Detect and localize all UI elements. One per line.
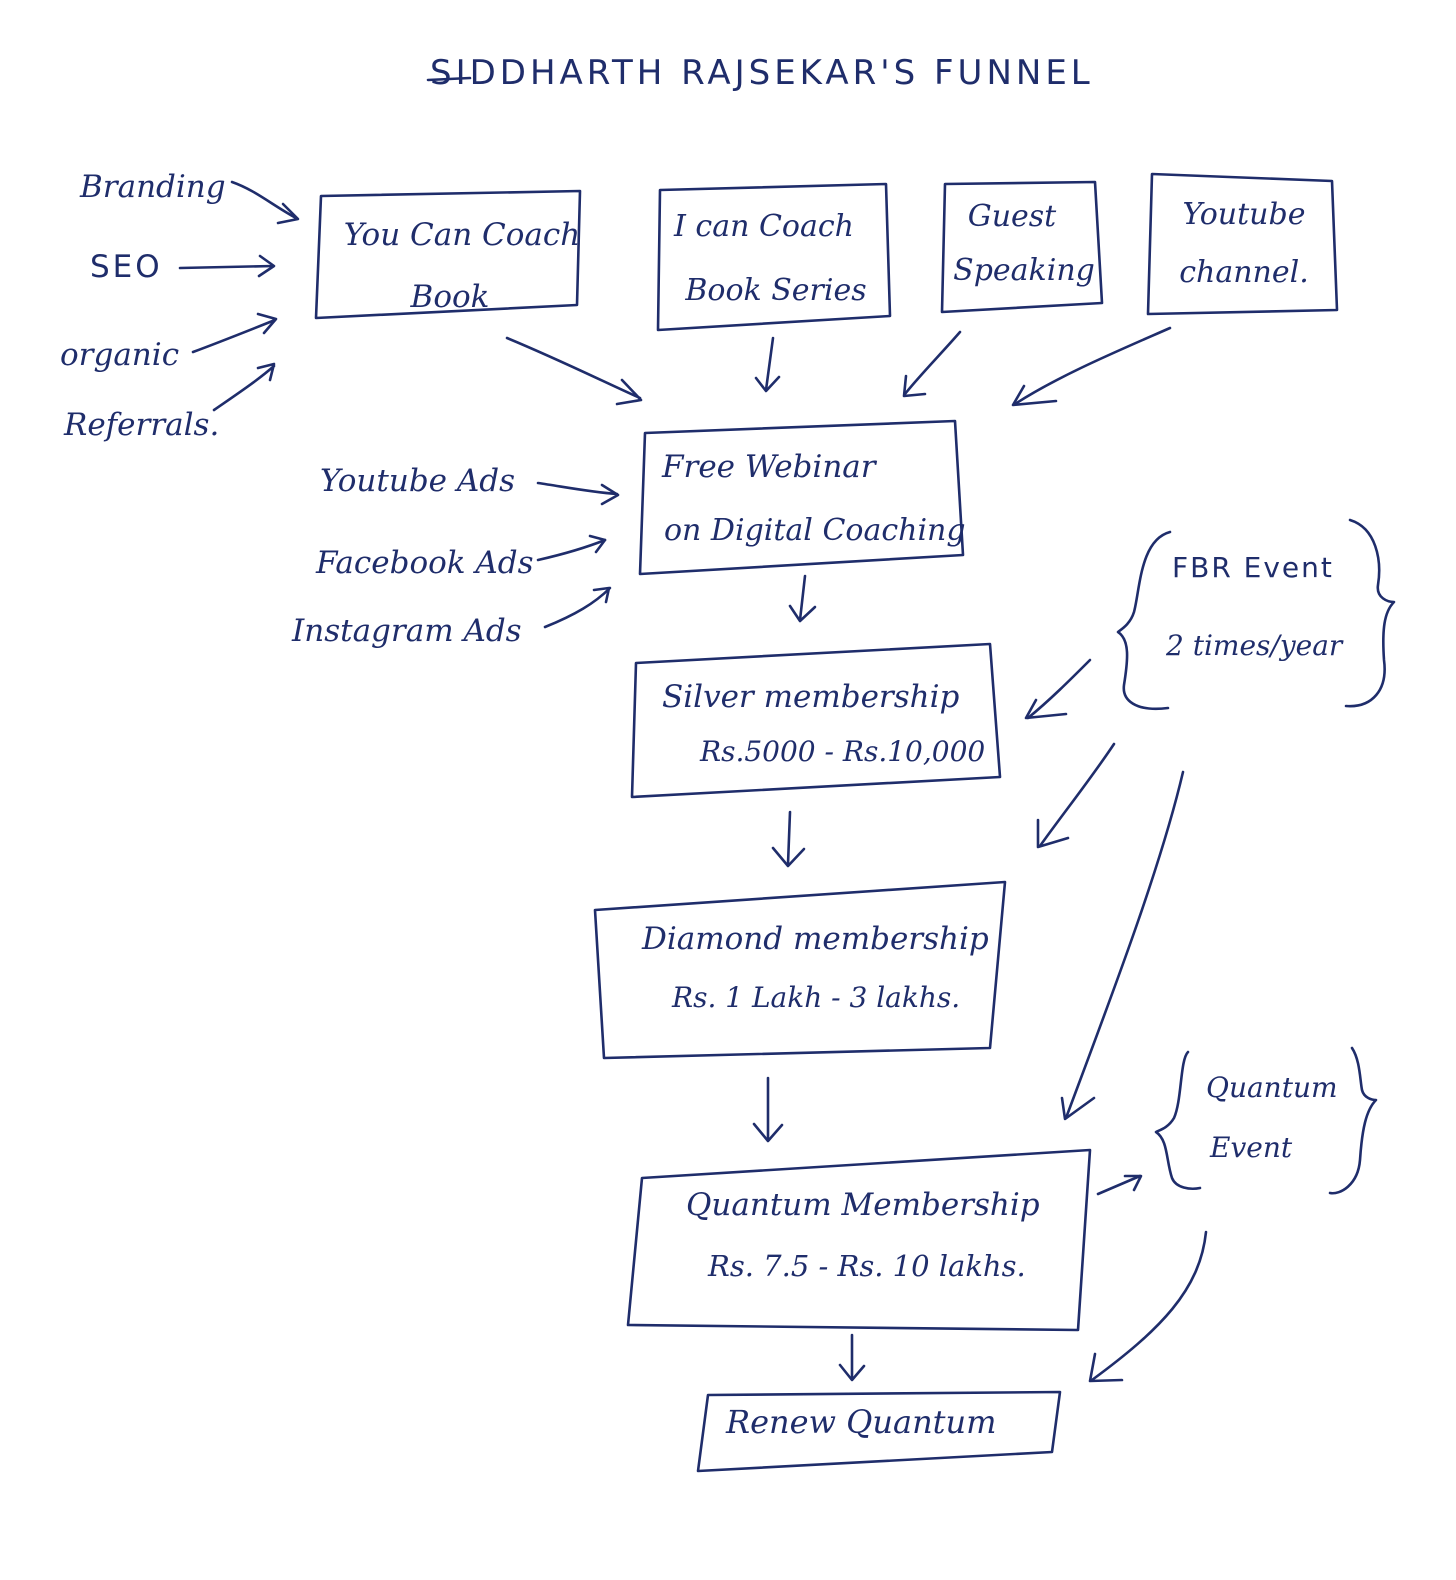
arrow-quantum-to-qevent bbox=[1096, 1174, 1142, 1196]
node-i-can-coach-line2: Book Series bbox=[685, 273, 867, 308]
fbr-event-line1: FBR Event bbox=[1172, 551, 1334, 584]
arrow-referrals bbox=[212, 364, 276, 412]
node-youtube-channel-line2: channel. bbox=[1179, 255, 1309, 290]
node-diamond-line2: Rs. 1 Lakh - 3 lakhs. bbox=[672, 981, 961, 1014]
node-webinar-line2: on Digital Coaching bbox=[664, 513, 966, 548]
diagram-title: SIDDHARTH RAJSEKAR'S FUNNEL bbox=[430, 53, 1094, 93]
qevent-brace-left bbox=[1154, 1050, 1202, 1190]
source-organic: organic bbox=[60, 337, 180, 373]
box-webinar bbox=[638, 419, 965, 576]
arrow-series-to-webinar bbox=[764, 336, 775, 392]
arrow-webinar-to-silver bbox=[798, 574, 807, 622]
arrow-organic bbox=[191, 318, 277, 354]
title-flourish bbox=[426, 76, 472, 82]
source-seo: SEO bbox=[90, 249, 163, 285]
arrow-youtube-to-webinar bbox=[1013, 326, 1172, 406]
box-silver bbox=[630, 642, 1002, 799]
arrow-branding bbox=[230, 180, 298, 220]
arrow-seo bbox=[178, 264, 275, 270]
box-diamond bbox=[593, 880, 1007, 1060]
node-guest-line2: Speaking bbox=[953, 253, 1095, 288]
node-youtube-channel-line1: Youtube bbox=[1182, 197, 1306, 232]
node-silver-line1: Silver membership bbox=[662, 679, 960, 715]
node-i-can-coach-line1: I can Coach bbox=[674, 209, 854, 244]
node-silver-line2: Rs.5000 - Rs.10,000 bbox=[700, 735, 986, 768]
node-webinar-line1: Free Webinar bbox=[662, 449, 876, 485]
box-you-can-coach bbox=[314, 189, 582, 320]
arrow-fbr-to-diamond bbox=[1038, 742, 1116, 848]
node-diamond-line1: Diamond membership bbox=[642, 921, 989, 957]
source-branding: Branding bbox=[80, 169, 226, 205]
node-quantum-line1: Quantum Membership bbox=[686, 1187, 1040, 1223]
arrow-speaking-to-webinar bbox=[903, 330, 962, 396]
box-quantum bbox=[626, 1148, 1092, 1332]
fbr-brace-left bbox=[1116, 530, 1172, 711]
source-youtube-ads: Youtube Ads bbox=[320, 463, 516, 499]
qevent-brace-right bbox=[1328, 1046, 1378, 1195]
arrow-book-to-webinar bbox=[505, 336, 642, 400]
arrow-youtube-ads bbox=[536, 481, 619, 496]
node-quantum-line2: Rs. 7.5 - Rs. 10 lakhs. bbox=[708, 1249, 1026, 1283]
box-youtube-channel bbox=[1146, 172, 1339, 316]
arrow-instagram-ads bbox=[543, 586, 612, 629]
arrow-fbr-to-quantum bbox=[1064, 770, 1185, 1120]
node-you-can-coach-line2: Book bbox=[410, 279, 490, 315]
quantum-event-line1: Quantum bbox=[1206, 1071, 1338, 1104]
arrow-qevent-to-renew bbox=[1090, 1230, 1208, 1382]
node-you-can-coach-line1: You Can Coach bbox=[343, 217, 581, 253]
quantum-event-line2: Event bbox=[1210, 1131, 1293, 1164]
node-guest-line1: Guest bbox=[967, 199, 1057, 234]
box-i-can-coach bbox=[656, 182, 892, 332]
box-guest-speaking bbox=[940, 180, 1104, 314]
source-instagram-ads: Instagram Ads bbox=[292, 613, 522, 649]
arrow-fbr-to-silver bbox=[1026, 658, 1092, 720]
fbr-brace-right bbox=[1344, 518, 1396, 708]
arrow-facebook-ads bbox=[536, 538, 607, 562]
source-facebook-ads: Facebook Ads bbox=[316, 545, 534, 581]
arrow-silver-to-diamond bbox=[786, 810, 792, 866]
node-renew-quantum: Renew Quantum bbox=[726, 1403, 997, 1441]
source-referrals: Referrals. bbox=[64, 407, 220, 443]
fbr-event-line2: 2 times/year bbox=[1166, 629, 1343, 662]
box-renew bbox=[696, 1390, 1062, 1473]
